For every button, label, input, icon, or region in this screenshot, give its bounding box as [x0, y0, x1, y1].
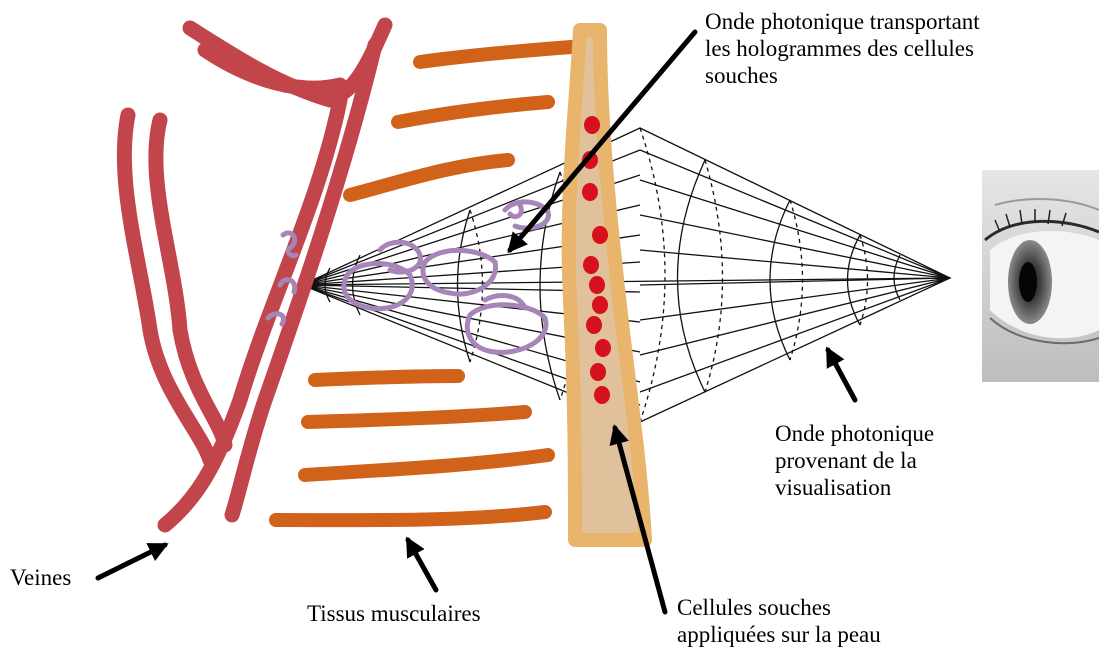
label-line: souches — [705, 62, 980, 89]
label-photonic-wave-visualisation: Onde photonique provenant de la visualis… — [775, 420, 934, 501]
stem-cell-dot — [586, 316, 602, 334]
eye-photo-icon — [982, 170, 1099, 382]
label-muscle-tissue: Tissus musculaires — [307, 600, 481, 627]
stem-cell-dot — [583, 256, 599, 274]
label-line: les hologrammes des cellules — [705, 35, 980, 62]
label-line: Onde photonique transportant — [705, 8, 980, 35]
stem-cell-dot — [584, 116, 600, 134]
label-line: Onde photonique — [775, 420, 934, 447]
label-line: visualisation — [775, 474, 934, 501]
stem-cell-dot — [590, 363, 606, 381]
label-photonic-wave-holograms: Onde photonique transportant les hologra… — [705, 8, 980, 89]
stem-cell-dot — [582, 183, 598, 201]
label-veins: Veines — [10, 564, 71, 591]
stem-cell-dot — [589, 276, 605, 294]
label-line: Cellules souches — [677, 594, 881, 621]
stem-cell-dot — [595, 339, 611, 357]
label-line: provenant de la — [775, 447, 934, 474]
stem-cell-dot — [592, 296, 608, 314]
pointer-arrows — [98, 32, 855, 612]
stem-cell-dot — [592, 226, 608, 244]
stem-cell-dot — [594, 386, 610, 404]
label-stem-cells: Cellules souches appliquées sur la peau — [677, 594, 881, 648]
label-line: appliquées sur la peau — [677, 621, 881, 648]
